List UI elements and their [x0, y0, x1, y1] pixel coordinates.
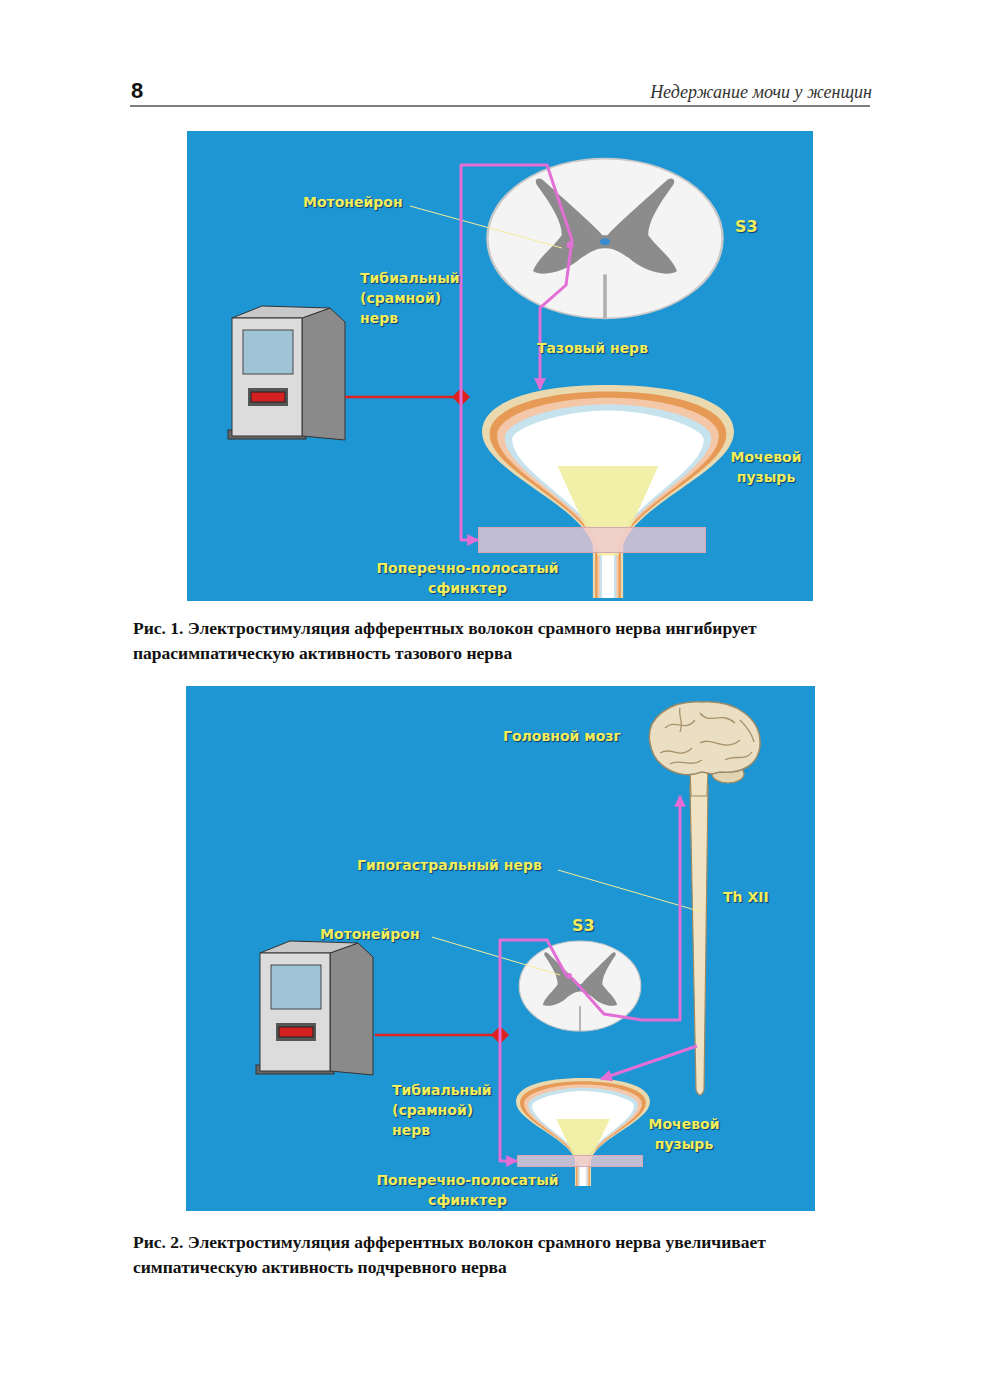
white-matter — [487, 159, 722, 319]
sphincter-band: Поперечно-полосатый сфинктер — [478, 527, 706, 553]
part-label: Гипогастральный нерв — [357, 855, 557, 875]
spinal-cord-section: S3 — [485, 157, 725, 320]
nerve-fiber — [485, 165, 572, 320]
motoneuron-body — [566, 973, 572, 979]
nerve-fiber — [572, 978, 642, 1020]
leader-line — [410, 206, 562, 248]
nerve-label: Тибиальный (срамной) нерв — [360, 268, 458, 328]
central-canal — [600, 238, 611, 245]
part-label: Мочевой пузырь — [722, 447, 810, 487]
gray-commissure — [575, 984, 585, 991]
brain-gyrus — [665, 720, 695, 728]
bladder-wall — [528, 1088, 638, 1186]
bladder-wall — [520, 1081, 646, 1186]
bladder-wall — [532, 1091, 634, 1186]
part-label: Головной мозг — [503, 726, 635, 746]
brain-gyrus — [700, 713, 735, 723]
figure-caption: Рис. 2. Электростимуляция афферентных во… — [133, 1230, 823, 1280]
part-label: Поперечно-полосатый сфинктер — [365, 1170, 570, 1210]
nerve-path — [500, 940, 518, 1161]
gray-commissure — [595, 235, 614, 248]
nerve-label: Тибиальный (срамной) нерв — [392, 1080, 492, 1140]
nerve-label: Тазовый нерв — [537, 338, 677, 358]
stimulator-device — [228, 306, 345, 440]
figure-panel — [187, 131, 813, 601]
gray-matter — [543, 952, 579, 1006]
gray-matter — [581, 952, 617, 1006]
part-label: S3 — [735, 217, 775, 237]
part-label: Мотонейрон — [320, 924, 440, 944]
stimulation-wire — [345, 396, 461, 399]
nerve-fiber — [518, 940, 566, 975]
part-label: Поперечно-полосатый сфинктер — [365, 558, 570, 598]
header-rule — [130, 105, 870, 107]
figure-caption: Рис. 1. Электростимуляция афферентных во… — [133, 616, 823, 666]
nerve-path — [642, 796, 680, 1020]
leader-line — [558, 870, 702, 912]
brain-gyrus — [680, 708, 682, 732]
leader-line — [432, 937, 560, 975]
brain-gyrus — [740, 720, 754, 742]
brain: Головной мозг — [640, 698, 765, 796]
running-header: Недержание мочи у женщин — [540, 80, 872, 104]
spinal-cord-section: S3 — [518, 940, 642, 1032]
spinal-cord — [690, 785, 708, 1095]
brain-gyrus — [700, 740, 740, 745]
central-canal — [577, 986, 582, 990]
cord-outline — [518, 940, 642, 1032]
brain-gyrus — [725, 752, 752, 760]
brain-outline — [640, 698, 765, 796]
nerve-path — [461, 165, 485, 540]
page-number: 8 — [131, 78, 171, 104]
motoneuron-body — [567, 242, 574, 249]
stimulator-device — [256, 941, 373, 1075]
bladder-wall — [524, 1084, 642, 1186]
gray-matter — [533, 179, 603, 274]
sphincter-band: Поперечно-полосатый сфинктер — [517, 1155, 643, 1167]
gray-matter — [607, 179, 677, 274]
cerebrum — [649, 702, 760, 775]
bladder-outline — [516, 1078, 650, 1186]
level-label: Th XII — [723, 887, 793, 907]
cord-outline — [485, 157, 725, 320]
part-label: Мотонейрон — [303, 192, 423, 212]
median-fissure — [579, 1006, 581, 1031]
white-matter — [519, 941, 641, 1031]
bladder-wall — [516, 1078, 650, 1186]
hypogastric-nerve — [601, 1046, 697, 1079]
stimulation-wire — [375, 1034, 500, 1037]
electrode-point — [452, 388, 470, 406]
brain-gyrus — [670, 760, 702, 764]
median-fissure — [603, 274, 607, 318]
part-label: Мочевой пузырь — [640, 1114, 728, 1154]
brain-gyrus — [660, 748, 692, 753]
electrode-point — [491, 1026, 509, 1044]
figure-panel — [186, 686, 815, 1211]
bladder: Мочевой пузырь — [516, 1078, 650, 1186]
part-label: S3 — [572, 916, 612, 936]
